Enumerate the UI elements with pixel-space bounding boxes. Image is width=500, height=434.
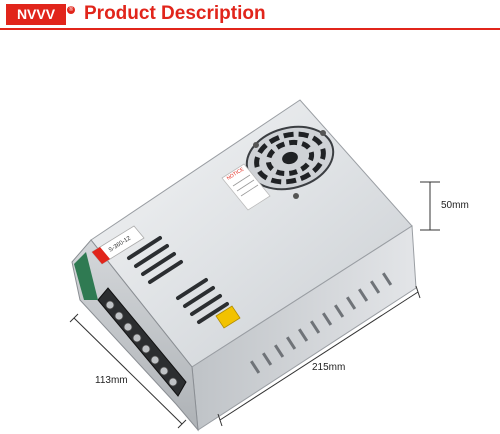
header-bar: NVVV ® Product Description bbox=[0, 0, 500, 30]
width-dimension-label: 113mm bbox=[95, 375, 128, 386]
top-vents-upper bbox=[127, 236, 183, 284]
pcb-edge bbox=[74, 252, 98, 300]
terminal-cover-tab bbox=[215, 305, 241, 329]
fan-grille bbox=[245, 125, 335, 199]
dimension-width bbox=[69, 313, 187, 429]
terminal-block bbox=[97, 287, 187, 397]
brand-logo: NVVV bbox=[6, 4, 66, 25]
length-dimension-label: 215mm bbox=[312, 362, 346, 373]
height-dimension-label: 50mm bbox=[441, 200, 469, 211]
top-vents-lower bbox=[176, 278, 229, 324]
page-title: Product Description bbox=[84, 3, 266, 24]
dimension-height bbox=[420, 181, 440, 231]
model-label: S-360-12 bbox=[91, 225, 145, 265]
side-vents bbox=[250, 272, 393, 374]
product-image: NOTICE S-360-12 bbox=[69, 99, 440, 432]
registered-mark: ® bbox=[67, 6, 75, 14]
dimension-length bbox=[217, 285, 421, 427]
header-divider bbox=[0, 28, 500, 30]
